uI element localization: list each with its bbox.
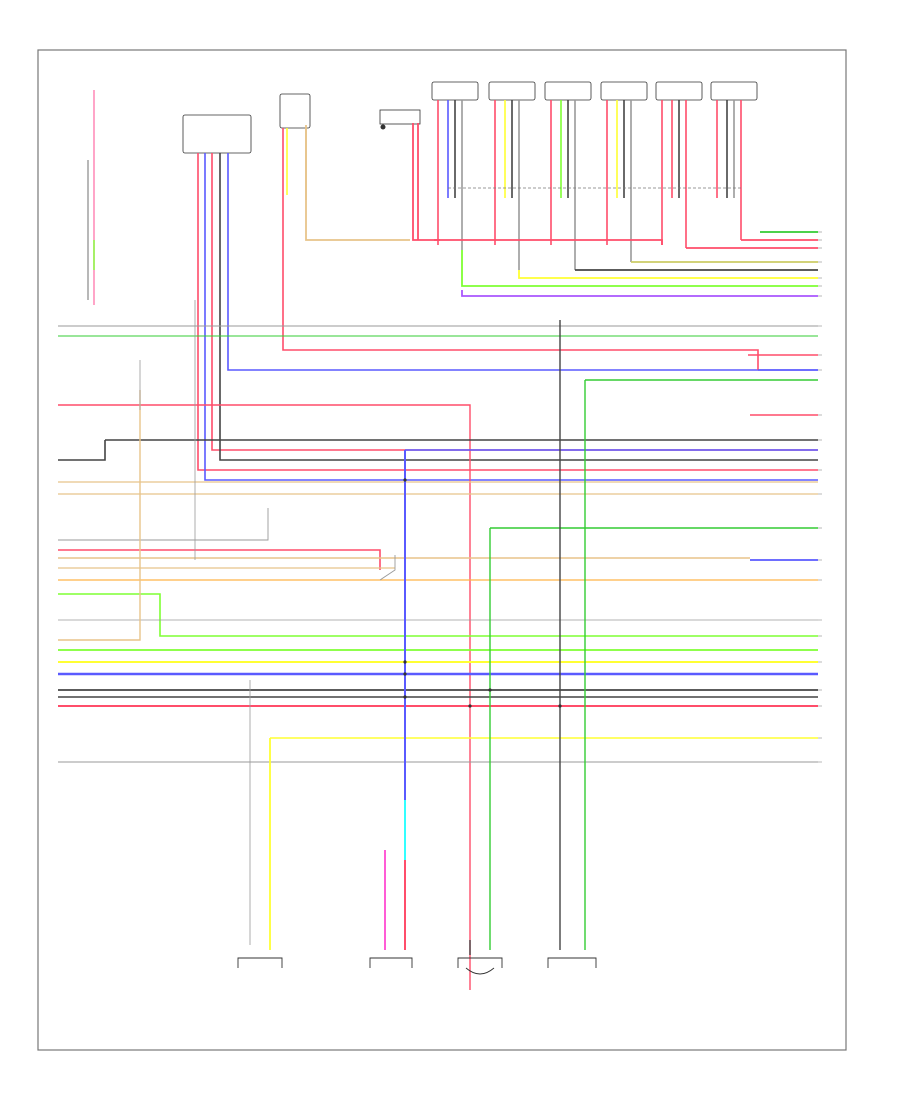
connector-box-2 xyxy=(488,81,536,101)
connector-symbol xyxy=(547,957,597,968)
connector-box-1 xyxy=(431,81,479,101)
connector-box-6 xyxy=(710,81,758,101)
connector-row-top xyxy=(431,81,758,101)
left-module-wires xyxy=(197,153,818,481)
connector-box-4 xyxy=(600,81,648,101)
sensor-connector xyxy=(379,109,421,125)
connector-box-3 xyxy=(544,81,592,101)
relay-box xyxy=(279,93,311,129)
connector-symbol xyxy=(457,957,503,975)
connector-symbol xyxy=(237,957,283,968)
right-edge-pins xyxy=(818,231,822,763)
diagram-frame xyxy=(37,49,847,1051)
module-box-left xyxy=(182,114,252,154)
connector-drop-wires xyxy=(437,100,742,270)
relay-wires xyxy=(282,128,759,370)
bottom-components xyxy=(237,957,597,975)
power-feed-left xyxy=(87,90,95,305)
bottom-drop-wires xyxy=(139,300,818,955)
harness-lines xyxy=(58,325,818,990)
splice-dot xyxy=(380,124,386,130)
splice-dots xyxy=(403,478,562,708)
connector-symbol xyxy=(369,957,413,968)
connector-box-5 xyxy=(655,81,703,101)
